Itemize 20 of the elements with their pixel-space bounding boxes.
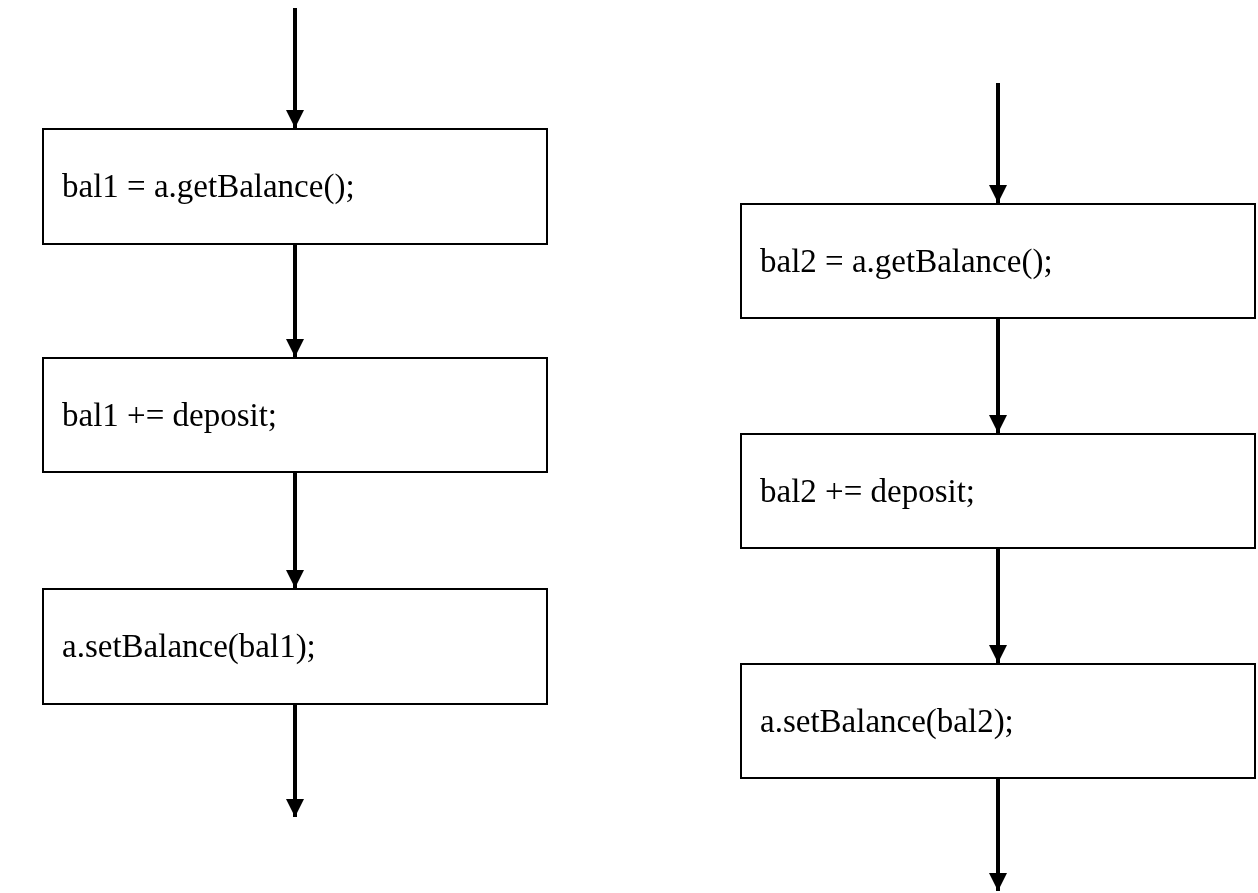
code-statement: bal1 += deposit; — [62, 396, 278, 434]
code-statement: a.setBalance(bal2); — [760, 702, 1014, 740]
arrow — [286, 8, 304, 128]
arrow — [286, 245, 304, 357]
code-statement: bal2 += deposit; — [760, 472, 976, 510]
process-box — [740, 203, 1256, 319]
code-statement: bal2 = a.getBalance(); — [760, 242, 1053, 280]
arrow — [989, 779, 1007, 891]
process-box — [42, 588, 548, 705]
code-statement: bal1 = a.getBalance(); — [62, 168, 355, 205]
process-box — [42, 128, 548, 245]
arrow — [286, 473, 304, 588]
arrow — [286, 705, 304, 817]
process-box — [740, 663, 1256, 779]
arrow — [989, 549, 1007, 663]
process-box — [42, 357, 548, 473]
arrow — [989, 83, 1007, 203]
code-statement: a.setBalance(bal1); — [62, 628, 316, 665]
process-box — [740, 433, 1256, 549]
arrow — [989, 319, 1007, 433]
